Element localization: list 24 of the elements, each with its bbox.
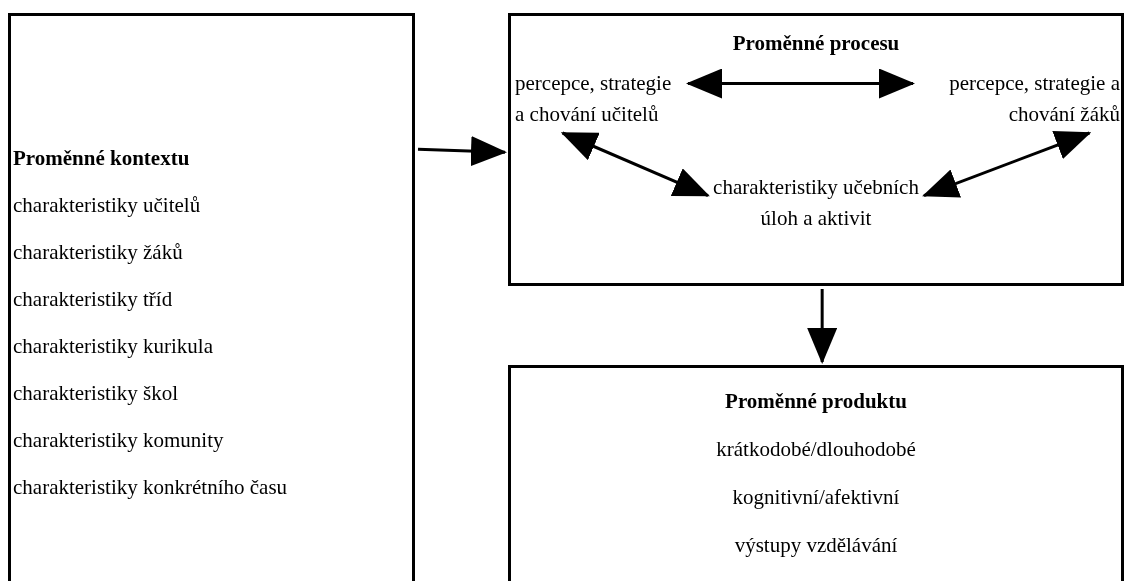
variable-text: krátkodobé/dlouhodobé bbox=[715, 436, 917, 463]
variable-text: charakteristiky tříd bbox=[13, 286, 173, 313]
variable-text: charakteristiky kurikula bbox=[13, 333, 213, 360]
variable-box bbox=[508, 365, 1124, 581]
box-heading: Proměnné procesu bbox=[731, 30, 901, 57]
variable-text: percepce, strategie a chování učitelů bbox=[515, 70, 673, 128]
arrow bbox=[560, 131, 710, 197]
arrow bbox=[686, 68, 915, 99]
box-heading: Proměnné produktu bbox=[724, 388, 908, 415]
variable-text: charakteristiky žáků bbox=[13, 239, 183, 266]
arrow bbox=[922, 131, 1092, 198]
arrow bbox=[807, 289, 838, 364]
variable-text: charakteristiky konkrétního času bbox=[13, 474, 288, 501]
variable-text: charakteristiky učebních úloh a aktivit bbox=[712, 174, 920, 232]
variable-text: kognitivní/afektivní bbox=[731, 484, 901, 511]
box-heading: Proměnné kontextu bbox=[13, 145, 190, 172]
variable-box bbox=[508, 13, 1124, 286]
variable-text: charakteristiky učitelů bbox=[13, 192, 201, 219]
variable-text: charakteristiky komunity bbox=[13, 427, 224, 454]
variable-text: výstupy vzdělávání bbox=[733, 532, 899, 559]
variable-text: percepce, strategie a chování žáků bbox=[948, 70, 1120, 128]
variable-text: charakteristiky škol bbox=[13, 380, 179, 407]
variable-box bbox=[8, 13, 415, 581]
arrow bbox=[417, 136, 507, 167]
